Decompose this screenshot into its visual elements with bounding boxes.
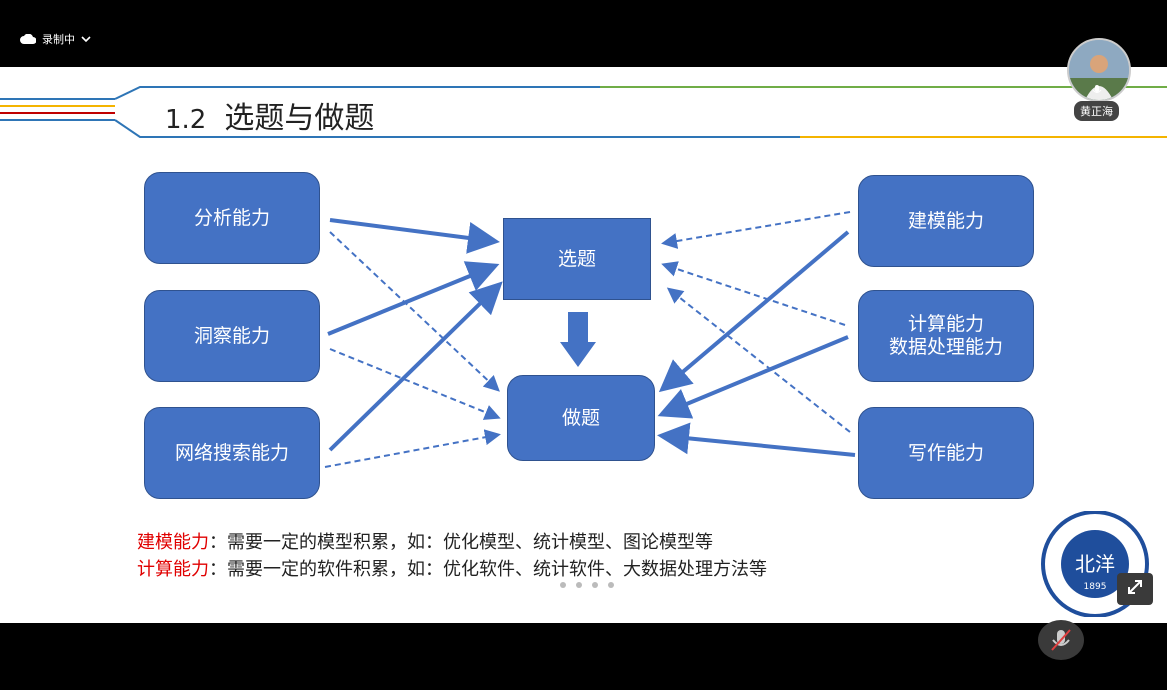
arrows (324, 211, 856, 468)
pager-dot[interactable] (608, 582, 614, 588)
pager-dot[interactable] (560, 582, 566, 588)
chevron-down-icon (81, 36, 91, 43)
note-modeling: 建模能力：需要一定的模型积累，如：优化模型、统计模型、图论模型等 (137, 528, 713, 554)
box-solving: 做题 (507, 375, 655, 461)
note-text: ：需要一定的软件积累，如：优化软件、统计软件、大数据处理方法等 (209, 559, 767, 580)
box-insight: 洞察能力 (144, 290, 320, 382)
recording-indicator[interactable]: 录制中 (20, 31, 91, 47)
down-arrow (560, 312, 596, 367)
bottom-bar (0, 623, 1167, 690)
title-number: 1.2 (165, 105, 207, 135)
svg-text:北洋: 北洋 (1075, 552, 1115, 576)
box-writing: 写作能力 (858, 407, 1034, 499)
box-computing: 计算能力 数据处理能力 (858, 290, 1034, 382)
pager-dot[interactable] (576, 582, 582, 588)
note-highlight: 计算能力 (137, 559, 209, 580)
note-computing: 计算能力：需要一定的软件积累，如：优化软件、统计软件、大数据处理方法等 (137, 555, 767, 581)
recording-label: 录制中 (42, 33, 75, 46)
logo-year: 1895 (1084, 582, 1107, 592)
mic-icon (1092, 85, 1102, 93)
presenter-name: 黄正海 (1074, 101, 1119, 121)
mute-button[interactable] (1038, 620, 1084, 660)
pager-dot[interactable] (592, 582, 598, 588)
fullscreen-button[interactable] (1117, 573, 1153, 605)
cloud-icon (20, 34, 36, 44)
slide-pager[interactable] (560, 582, 614, 588)
mic-muted-icon (1051, 629, 1071, 651)
box-topic-selection: 选题 (503, 218, 651, 300)
expand-icon (1128, 580, 1142, 594)
slide-title: 1.2 选题与做题 (165, 93, 374, 137)
title-text: 选题与做题 (224, 101, 375, 136)
title-decoration (0, 86, 1167, 138)
box-web-search: 网络搜索能力 (144, 407, 320, 499)
note-highlight: 建模能力 (137, 532, 209, 553)
box-analysis: 分析能力 (144, 172, 320, 264)
top-bar: 录制中 (0, 0, 1167, 67)
box-modeling: 建模能力 (858, 175, 1034, 267)
note-text: ：需要一定的模型积累，如：优化模型、统计模型、图论模型等 (209, 532, 713, 553)
